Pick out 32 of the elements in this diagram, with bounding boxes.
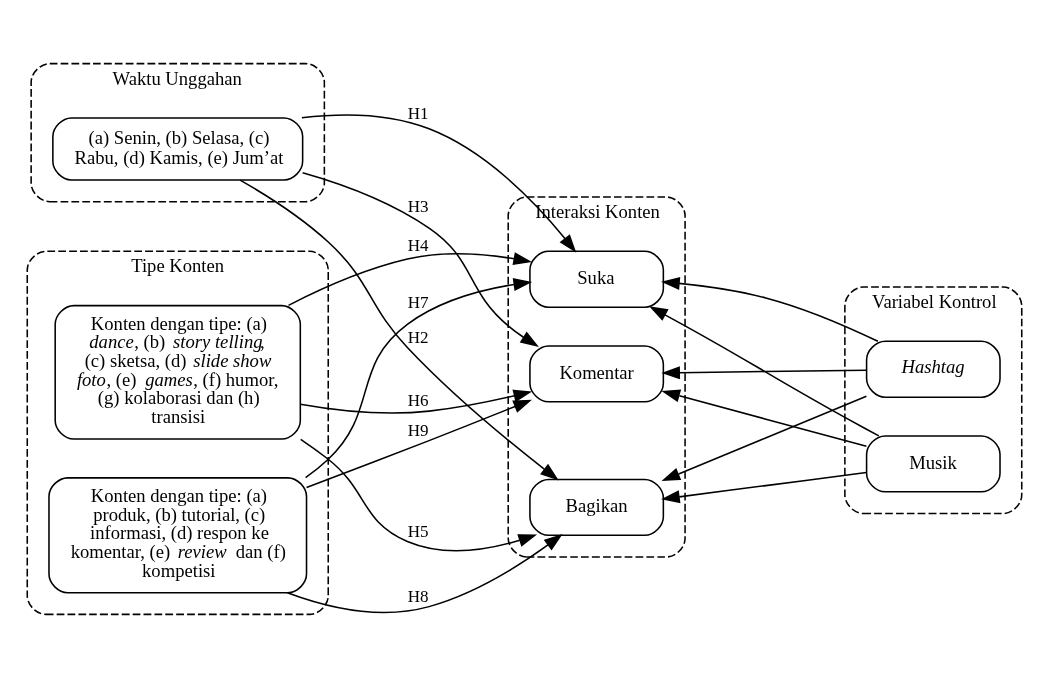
arrow (301, 171, 539, 347)
arrow (661, 395, 868, 481)
edge-label: H6 (407, 390, 429, 410)
edge-label: H2 (407, 327, 429, 347)
edge-label: H4 (407, 235, 429, 255)
arrow (661, 389, 868, 447)
arrow (305, 399, 532, 488)
arrow (301, 113, 577, 253)
node-box: Bagikan (529, 478, 665, 536)
arrow (299, 438, 538, 551)
edge-label: H5 (407, 521, 429, 540)
arrow (661, 276, 879, 342)
edge-label: H7 (407, 292, 429, 312)
node-box: Konten dengan tipe: (a) dance, (b) story telling, (c) sketsa, (d) slide show foto, (e) games, (f) humor, (g) kolaborasi dan (h) transisi (54, 304, 302, 440)
node-box: (a) Senin, (b) Selasa, (c) Rabu, (d) Kamis, (e) Jum’at (52, 116, 304, 181)
edge-label: H9 (407, 420, 429, 440)
node-box: Hashtag (865, 340, 1001, 398)
node-box: Komentar (529, 344, 665, 403)
arrow (649, 305, 880, 437)
edge-label: H1 (407, 103, 429, 123)
edge-label: H8 (407, 586, 429, 606)
arrow (287, 251, 532, 306)
node-box: Konten dengan tipe: (a) produk, (b) tutorial, (c) informasi, (d) respon ke komentar, (e) review dan (f) kompetisi (48, 476, 308, 593)
node-box: Musik (865, 434, 1001, 493)
node-box: Suka (529, 250, 665, 308)
arrow (299, 389, 533, 414)
arrow (304, 277, 533, 478)
arrow (661, 471, 868, 503)
arrow (661, 365, 868, 379)
arrow (286, 533, 563, 613)
edge-label: H3 (407, 196, 429, 216)
arrow (239, 178, 559, 480)
